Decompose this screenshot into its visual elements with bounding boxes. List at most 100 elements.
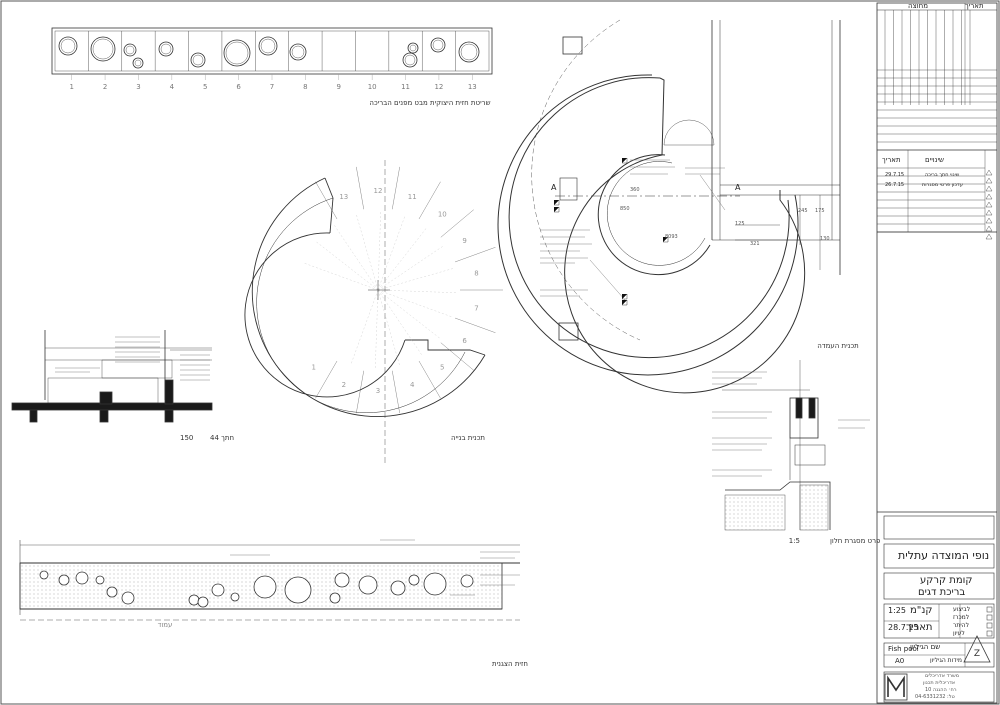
tb-col-date: תאריך [965, 2, 984, 10]
detail-caption: פרט מסגרת חלון [830, 537, 880, 545]
elevation-porthole [211, 583, 225, 597]
strip-porthole [132, 57, 144, 69]
elevation-porthole [253, 575, 277, 599]
revision-triangle-icon [985, 177, 993, 184]
tb-office-line-1: משרד אדריכלים [925, 673, 960, 679]
tb-scale-value: 1:25 [888, 606, 906, 615]
strip-number: 7 [270, 83, 274, 91]
tb-office-line-2: אדריכלית תכנון [923, 680, 956, 686]
tb-rev-header-date: תאריך [882, 156, 901, 164]
plan-callouts [540, 159, 726, 301]
stair-step-number: 1 [311, 364, 315, 372]
svg-text:Z: Z [974, 649, 980, 659]
title-block: Z [876, 2, 998, 704]
section-notes [55, 336, 210, 381]
elevation-porthole [95, 575, 105, 585]
tb-rev-header-changes: שינויים [925, 156, 945, 164]
strip-number: 4 [170, 83, 175, 91]
stair-step-number: 11 [408, 193, 417, 201]
stair-step-number: 4 [410, 381, 415, 389]
stair-step-number: 7 [474, 304, 478, 312]
revision-triangle-icon [985, 209, 993, 216]
stair-step-number: 13 [339, 193, 348, 201]
tb-rev-1-text: שינוי חתך בריכה [925, 172, 960, 178]
stair-tread [315, 360, 338, 399]
tb-drawing-title-1: קומת קרקע [920, 575, 973, 586]
strip-porthole [458, 41, 480, 63]
elevation-porthole [39, 570, 49, 580]
dimension-text: 321 [750, 241, 760, 247]
pool-elevation [19, 540, 520, 621]
window-frame-detail [722, 360, 831, 531]
elevation-callouts [230, 539, 520, 596]
tb-office-line-3: רח׳ ההגנה 10 [925, 687, 957, 693]
revision-triangle-icon [985, 225, 993, 232]
dimension-text: 125 [735, 221, 745, 227]
stair-tread [440, 209, 474, 238]
status-checkbox [986, 622, 993, 629]
stair-step-number: 6 [462, 337, 467, 345]
stair-plan-caption: תכנית בנייה [451, 434, 485, 442]
detail-scale: 1:5 [789, 537, 800, 545]
pool-plan-caption: תכנית העמדה [817, 342, 859, 350]
revision-triangle-icon [985, 193, 993, 200]
stair-tread [455, 247, 496, 263]
strip-porthole [430, 37, 446, 53]
elevation-caption: חזית הצגנית [492, 660, 528, 668]
tb-scale-label: קנ"מ [910, 605, 933, 616]
elevation-porthole [284, 576, 312, 604]
revision-triangle-icon [985, 185, 993, 192]
tb-status-4: לעיון [953, 630, 965, 637]
stair-tread [455, 317, 496, 333]
elevation-porthole [423, 572, 447, 596]
revision-table [877, 150, 993, 240]
dimension-text: 175 [815, 208, 825, 214]
stair-tread [392, 370, 400, 414]
elevation-porthole [460, 574, 474, 588]
stair-tread [356, 166, 364, 210]
marker-a-left: A [551, 183, 557, 192]
elevation-bottom-text: עמוד [158, 621, 173, 629]
strip-number: 9 [337, 83, 341, 91]
strip-porthole [58, 36, 78, 56]
stair-tread [392, 166, 400, 210]
revision-triangle-icon [985, 233, 993, 240]
elevation-porthole [230, 592, 240, 602]
elevation-porthole [334, 572, 350, 588]
elevation-porthole [106, 586, 118, 598]
elevation-porthole [197, 596, 209, 608]
stair-step-number: 3 [376, 387, 380, 395]
tb-status-2: למכרז [953, 614, 970, 621]
elevation-porthole [188, 594, 200, 606]
stair-step-number: 9 [462, 237, 466, 245]
strip-porthole [289, 43, 307, 61]
tb-rev-2-date: 26.7.15 [885, 182, 905, 188]
strip-number: 2 [103, 83, 107, 91]
stair-step-number: 2 [342, 381, 346, 389]
elevation-porthole [329, 592, 341, 604]
strip-caption: שריטת חזית היצוקית מבט מפנים הבריכה [369, 99, 490, 107]
revision-triangle-icon [985, 217, 993, 224]
tb-sheet-name-label: שם הגיליון [910, 643, 941, 651]
dimension-text: 245 [798, 208, 808, 214]
strip-number: 1 [69, 83, 73, 91]
strip-porthole [90, 36, 116, 62]
status-checkbox [986, 606, 993, 613]
stair-tread [418, 360, 441, 399]
dimension-text: 8093 [665, 234, 678, 240]
pool-section [11, 330, 213, 423]
strip-number: 12 [434, 83, 443, 91]
strip-number: 6 [236, 83, 241, 91]
strip-porthole [190, 52, 206, 68]
stair-step-number: 5 [440, 364, 444, 372]
window-strip-elevation [51, 27, 493, 80]
tb-sheet-size: A0 [895, 657, 905, 665]
revision-triangle-icon [985, 169, 993, 176]
stair-step-number: 10 [438, 210, 447, 218]
tb-date-label: תאריך [906, 622, 933, 633]
strip-number: 10 [368, 83, 377, 91]
plan-level-markers [553, 157, 669, 306]
stair-tread [315, 181, 338, 220]
